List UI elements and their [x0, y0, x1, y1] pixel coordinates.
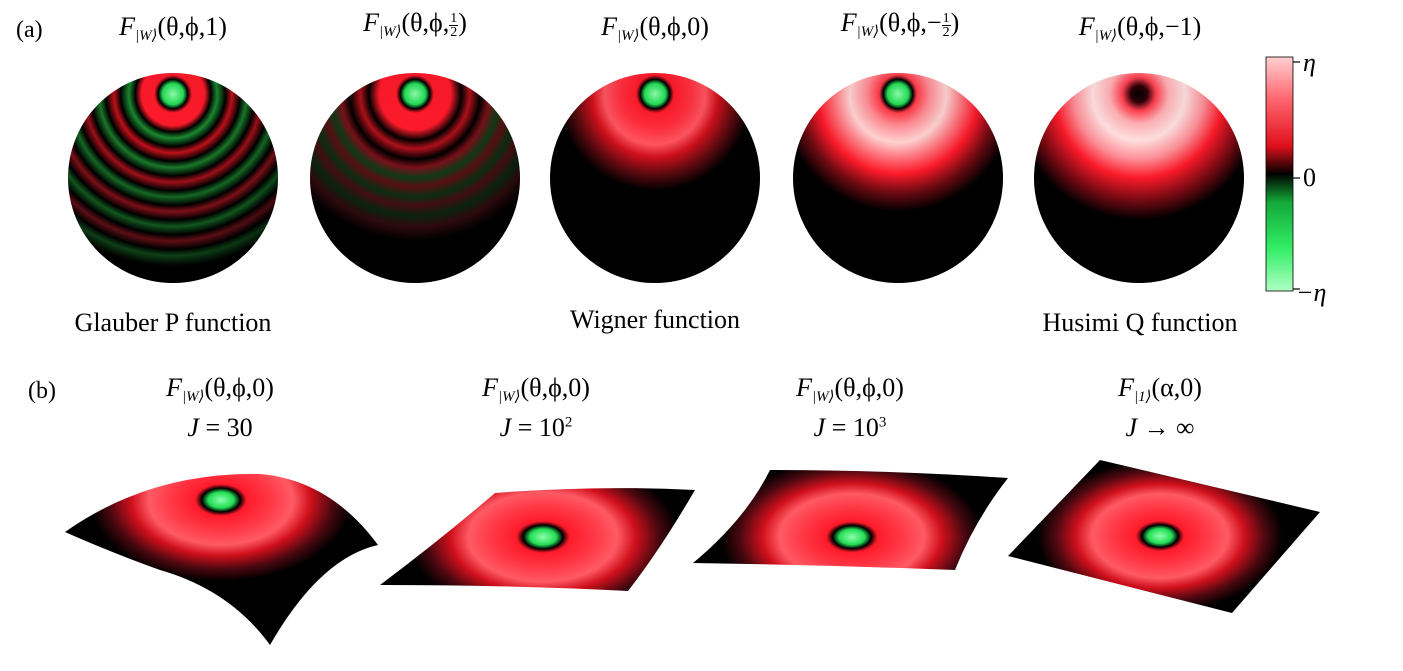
title-args: (θ,ϕ,	[1117, 12, 1165, 41]
title-wigner: F|W⟩(θ,ϕ,0)	[575, 12, 735, 45]
title-func-symbol: F	[601, 12, 617, 41]
title-func-symbol: F	[796, 373, 812, 402]
fraction-denominator: 2	[450, 24, 458, 40]
colorbar-tick-bottom: −η	[1296, 278, 1327, 307]
colorbar	[1265, 56, 1300, 292]
surface-j-infinity	[1008, 460, 1320, 613]
title-s-value: −1	[1164, 12, 1193, 41]
sphere-glauber-p	[68, 73, 278, 283]
sphere-s-minus-half	[793, 73, 1003, 283]
title-args: (θ,ϕ,0)	[520, 373, 590, 402]
surface-j-30	[65, 473, 378, 645]
title-func-symbol: F	[119, 12, 135, 41]
caption-wigner: Wigner function	[569, 305, 741, 334]
sphere-husimi-q	[1034, 73, 1244, 283]
fraction-numerator: 1	[941, 10, 951, 26]
j-label-infinity: J → ∞	[1125, 413, 1195, 442]
title-func-symbol: F	[363, 8, 379, 37]
surface-j-1000	[693, 470, 1008, 570]
title-state-sub: |W⟩	[1094, 28, 1118, 44]
title-b-jinf: F|1⟩(α,0)	[1080, 373, 1240, 406]
title-glauber-p: F|W⟩(θ,ϕ,1)	[93, 12, 253, 45]
colorbar-tick-zero: 0	[1303, 163, 1316, 192]
title-args: (θ,ϕ,0)	[204, 373, 274, 402]
title-b-j100: F|W⟩(θ,ϕ,0)	[456, 373, 616, 406]
caption-husimi-q: Husimi Q function	[1042, 308, 1238, 337]
sphere-wigner	[550, 73, 760, 283]
sphere-s-half	[310, 73, 520, 283]
title-state-sub: |W⟩	[134, 28, 158, 44]
title-func-symbol: F	[482, 373, 498, 402]
title-s-value: 0	[687, 12, 701, 41]
j-label-1000: J = 103	[813, 413, 887, 442]
surface-j-100	[380, 488, 695, 591]
title-close: )	[700, 12, 709, 41]
colorbar-tick-top: η	[1303, 48, 1316, 77]
fraction-denominator: 2	[942, 24, 950, 40]
title-state-sub: |W⟩	[497, 389, 521, 405]
title-func-symbol: F	[840, 8, 857, 37]
title-args: (θ,ϕ,0)	[834, 373, 904, 402]
title-state-sub: |1⟩	[1133, 389, 1152, 405]
j-label-30: J = 30	[187, 413, 253, 442]
title-close: )	[1192, 12, 1202, 41]
title-args: (α,0)	[1151, 373, 1202, 402]
title-state-sub: |W⟩	[811, 389, 835, 405]
title-b-j30: F|W⟩(θ,ϕ,0)	[140, 373, 300, 406]
title-args: (θ,ϕ,	[401, 8, 450, 37]
title-args: (θ,ϕ,	[639, 12, 688, 41]
title-args: (θ,ϕ,−	[879, 8, 942, 37]
j-label-100: J = 102	[499, 413, 573, 442]
title-s-value: 1	[205, 12, 219, 41]
title-state-sub: |W⟩	[378, 24, 402, 40]
title-husimi-q: F|W⟩(θ,ϕ,−1)	[1050, 12, 1230, 45]
title-b-j1000: F|W⟩(θ,ϕ,0)	[770, 373, 930, 406]
caption-glauber-p: Glauber P function	[74, 308, 272, 337]
title-close: )	[458, 8, 467, 37]
title-func-symbol: F	[1078, 12, 1095, 41]
title-close: )	[950, 8, 960, 37]
panel-b-label: (b)	[28, 378, 56, 404]
title-state-sub: |W⟩	[181, 389, 205, 405]
title-close: )	[218, 12, 227, 41]
title-func-symbol: F	[1118, 373, 1134, 402]
title-args: (θ,ϕ,	[157, 12, 206, 41]
title-func-symbol: F	[166, 373, 182, 402]
title-state-sub: |W⟩	[856, 24, 880, 40]
panel-a-label: (a)	[16, 17, 43, 43]
fraction-numerator: 1	[449, 10, 459, 26]
title-state-sub: |W⟩	[616, 28, 640, 44]
